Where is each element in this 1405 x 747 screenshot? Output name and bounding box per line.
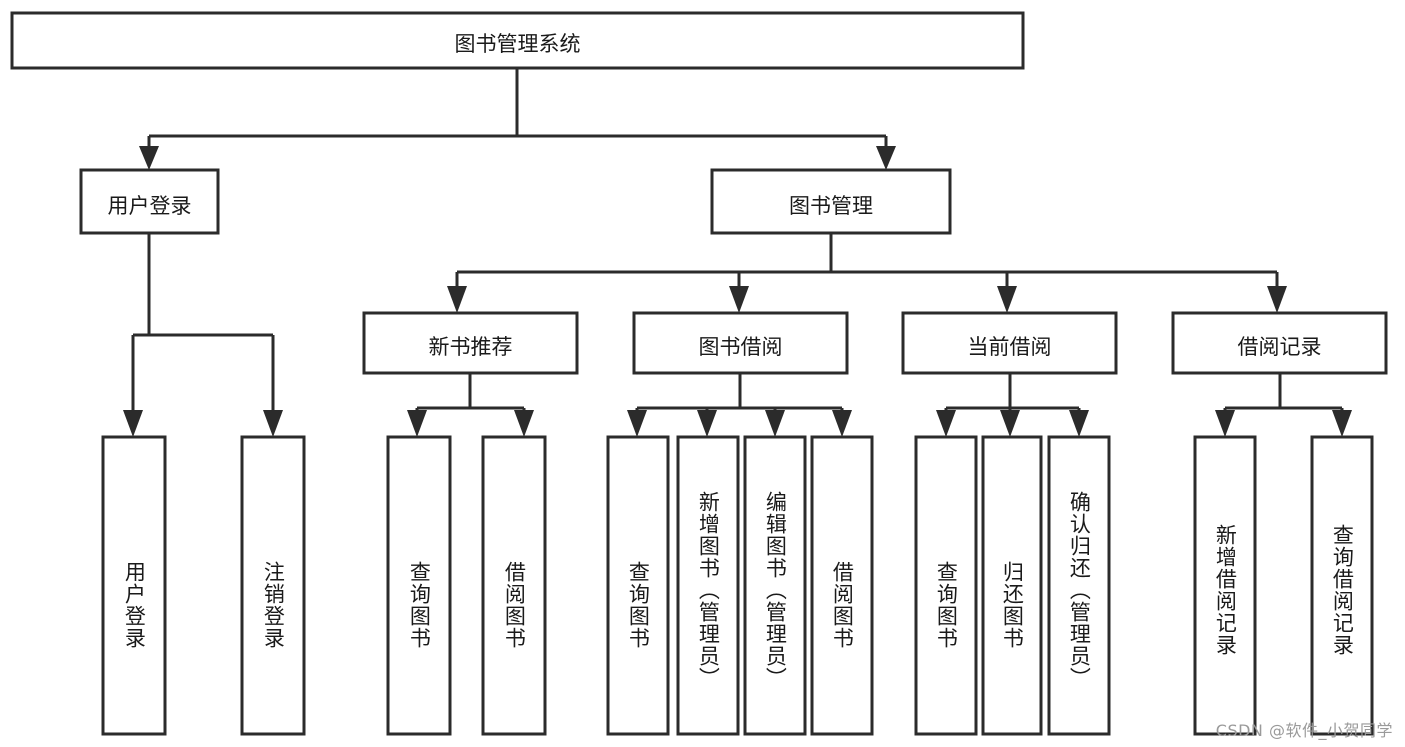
leaf-box[interactable] (676, 435, 740, 736)
connector-userlogin-to-leaves (123, 233, 283, 437)
leaf-box[interactable] (101, 435, 167, 736)
leaf-label: 借阅图书 (502, 561, 527, 649)
leaf-box[interactable] (481, 435, 547, 736)
connector-borrowrecord-to-leaves (1215, 373, 1352, 437)
leaf-label: 查询图书 (934, 561, 959, 649)
leaf-box[interactable] (1310, 435, 1374, 736)
leaf-box[interactable] (981, 435, 1043, 736)
node-label-current-borrow: 当前借阅 (967, 335, 1052, 359)
leaf-box[interactable] (1047, 435, 1111, 736)
node-label-book-mgmt: 图书管理 (789, 194, 873, 218)
leaf-label: 查询图书 (626, 561, 651, 649)
connector-bookmgmt-to-level3 (447, 233, 1287, 313)
leaf-label: 新增图书（管理员） (696, 491, 721, 689)
leaf-label: 用户登录 (122, 561, 147, 649)
leaf-label: 借阅图书 (830, 561, 855, 649)
connector-bookborrow-to-leaves (627, 373, 852, 437)
node-box-book-mgmt[interactable] (710, 168, 952, 235)
node-box-current-borrow[interactable] (901, 311, 1118, 375)
leaf-label: 查询图书 (407, 561, 432, 649)
node-box-root[interactable] (10, 11, 1025, 70)
node-label-new-book-rec: 新书推荐 (428, 335, 513, 359)
leaf-label: 注销登录 (261, 561, 286, 649)
leaf-box[interactable] (743, 435, 807, 736)
node-label-user-login: 用户登录 (107, 194, 192, 218)
connector-root-to-level2 (139, 68, 896, 170)
leaf-box[interactable] (1193, 435, 1257, 736)
connector-newbook-to-leaves (407, 373, 534, 437)
leaf-label: 编辑图书（管理员） (763, 491, 788, 689)
leaf-label: 新增借阅记录 (1213, 524, 1238, 656)
leaf-label: 归还图书 (1000, 561, 1025, 649)
leaf-label: 确认归还（管理员） (1067, 491, 1092, 689)
leaf-box[interactable] (240, 435, 306, 736)
node-box-borrow-record[interactable] (1171, 311, 1388, 375)
node-box-user-login[interactable] (79, 168, 220, 235)
node-box-book-borrow[interactable] (632, 311, 849, 375)
node-label-book-borrow: 图书借阅 (698, 335, 783, 359)
leaf-box[interactable] (914, 435, 978, 736)
node-box-new-book-rec[interactable] (362, 311, 579, 375)
leaf-box[interactable] (810, 435, 874, 736)
node-label-borrow-record: 借阅记录 (1237, 335, 1322, 359)
leaf-box[interactable] (386, 435, 452, 736)
node-label-root: 图书管理系统 (454, 32, 581, 56)
leaf-label: 查询借阅记录 (1330, 524, 1355, 656)
leaf-box[interactable] (606, 435, 670, 736)
connector-currentborrow-to-leaves (936, 373, 1089, 437)
